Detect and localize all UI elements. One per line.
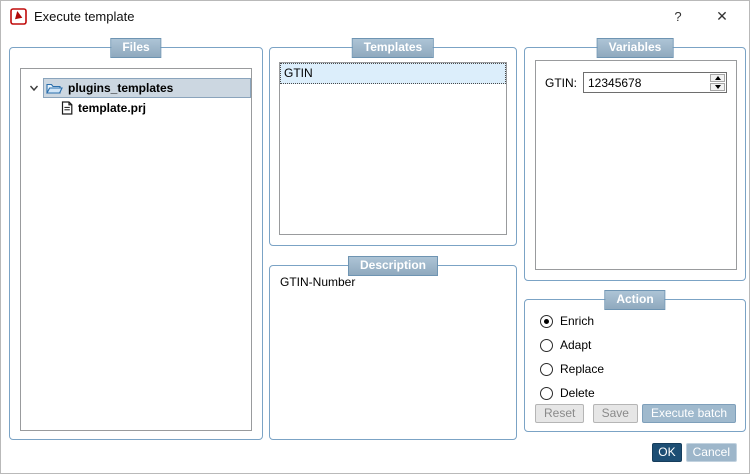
radio-delete-icon[interactable] xyxy=(540,386,553,400)
radio-enrich-label: Enrich xyxy=(560,314,595,328)
file-icon xyxy=(61,101,73,115)
spin-up-icon xyxy=(714,76,721,80)
tree-file-label: template.prj xyxy=(78,101,147,115)
variables-panel: GTIN: 12345678 xyxy=(535,60,737,270)
gtin-spin-buttons xyxy=(709,73,726,92)
tree-row-file[interactable]: template.prj xyxy=(21,98,251,118)
action-group-caption: Action xyxy=(604,290,666,310)
radio-enrich-icon[interactable] xyxy=(540,314,553,328)
radio-delete-label: Delete xyxy=(560,386,595,400)
radio-row-delete[interactable]: Delete xyxy=(540,381,737,405)
execute-batch-button[interactable]: Execute batch xyxy=(641,404,736,423)
radio-row-replace[interactable]: Replace xyxy=(540,357,737,381)
window-title: Execute template xyxy=(34,8,135,24)
radio-replace-icon[interactable] xyxy=(540,362,553,376)
chevron-down-icon[interactable] xyxy=(26,83,41,93)
description-group: Description GTIN-Number xyxy=(269,256,517,440)
close-button[interactable]: ✕ xyxy=(716,7,728,24)
description-text: GTIN-Number xyxy=(280,275,356,289)
spin-down-icon xyxy=(714,85,721,89)
variables-group: Variables GTIN: 12345678 xyxy=(524,38,746,281)
spin-up-button[interactable] xyxy=(710,74,725,82)
files-group-caption: Files xyxy=(110,38,162,58)
gtin-spinbox[interactable]: 12345678 xyxy=(583,72,727,93)
files-tree[interactable]: plugins_templates template.prj xyxy=(20,68,252,431)
templates-list[interactable]: GTIN xyxy=(279,62,507,235)
titlebar: Execute template ? ✕ xyxy=(1,1,749,31)
help-button[interactable]: ? xyxy=(674,8,682,24)
gtin-spinbox-value[interactable]: 12345678 xyxy=(588,76,642,90)
files-group: Files plugins_templates xyxy=(9,38,263,440)
gtin-field-label: GTIN: xyxy=(545,75,577,90)
footer-buttons: OK Cancel xyxy=(652,443,737,462)
action-buttons-row: Reset Save Execute batch xyxy=(535,404,736,423)
description-group-caption: Description xyxy=(347,256,439,276)
cancel-button[interactable]: Cancel xyxy=(685,443,737,462)
radio-row-enrich[interactable]: Enrich xyxy=(540,309,737,333)
tree-folder-label: plugins_templates xyxy=(68,81,174,95)
variables-group-caption: Variables xyxy=(596,38,674,58)
ok-button[interactable]: OK xyxy=(652,443,682,462)
reset-button[interactable]: Reset xyxy=(535,404,585,423)
action-radio-list: Enrich Adapt Replace Delete xyxy=(540,309,737,405)
radio-adapt-icon[interactable] xyxy=(540,338,553,352)
variable-row-gtin: GTIN: 12345678 xyxy=(545,72,727,93)
templates-group: Templates GTIN xyxy=(269,38,517,246)
radio-row-adapt[interactable]: Adapt xyxy=(540,333,737,357)
save-button[interactable]: Save xyxy=(592,404,638,423)
tree-folder-selection[interactable]: plugins_templates xyxy=(43,78,251,98)
action-group: Action Enrich Adapt Replace Delete Reset… xyxy=(524,290,746,432)
tree-row-folder[interactable]: plugins_templates xyxy=(21,78,251,98)
spin-down-button[interactable] xyxy=(710,83,725,91)
templates-list-item[interactable]: GTIN xyxy=(280,63,506,84)
templates-group-caption: Templates xyxy=(351,38,435,58)
radio-adapt-label: Adapt xyxy=(560,338,592,352)
app-icon xyxy=(10,7,27,25)
open-folder-icon xyxy=(46,83,63,94)
radio-replace-label: Replace xyxy=(560,362,605,376)
